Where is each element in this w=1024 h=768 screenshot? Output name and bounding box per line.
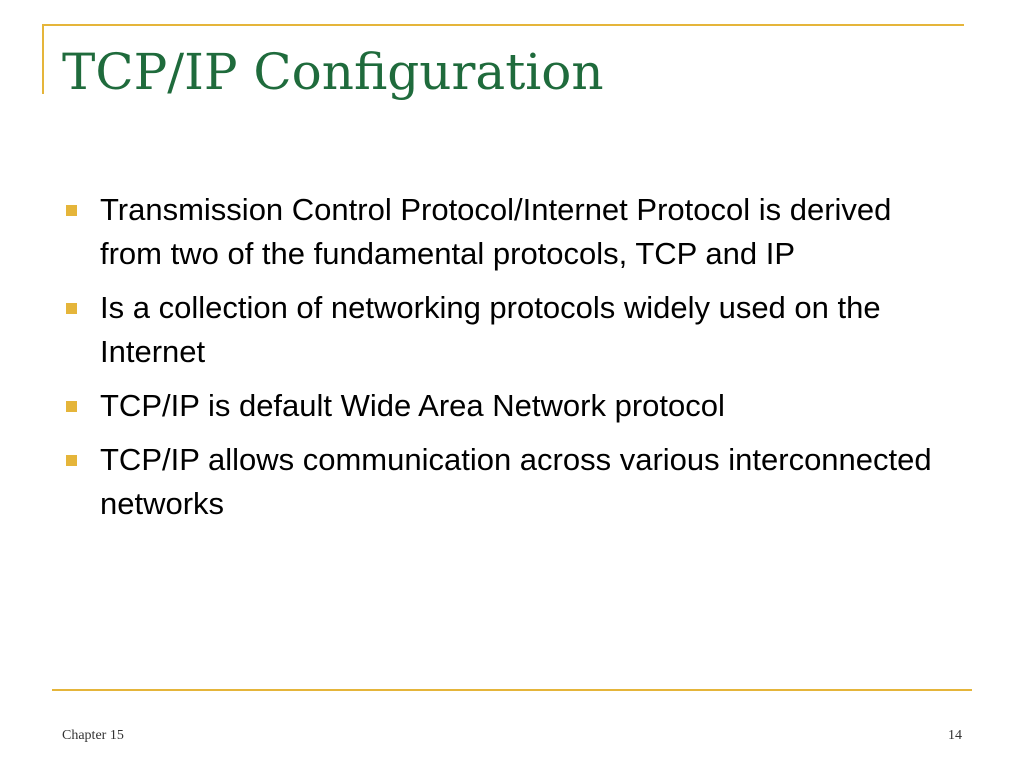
footer-divider	[52, 689, 972, 691]
bullet-list: Transmission Control Protocol/Internet P…	[62, 188, 962, 536]
bullet-text: TCP/IP is default Wide Area Network prot…	[100, 388, 725, 423]
top-accent-line	[42, 24, 964, 26]
bullet-text: Transmission Control Protocol/Internet P…	[100, 192, 892, 271]
bullet-item: Is a collection of networking protocols …	[62, 286, 962, 374]
square-bullet-icon	[66, 303, 77, 314]
bullet-item: TCP/IP is default Wide Area Network prot…	[62, 384, 962, 428]
bullet-text: TCP/IP allows communication across vario…	[100, 442, 932, 521]
footer-page-number: 14	[948, 728, 962, 743]
bullet-item: TCP/IP allows communication across vario…	[62, 438, 962, 526]
footer-chapter: Chapter 15	[62, 728, 124, 743]
square-bullet-icon	[66, 205, 77, 216]
slide-title: TCP/IP Configuration	[62, 43, 604, 101]
left-accent-line	[42, 24, 44, 94]
bullet-text: Is a collection of networking protocols …	[100, 290, 881, 369]
bullet-item: Transmission Control Protocol/Internet P…	[62, 188, 962, 276]
square-bullet-icon	[66, 455, 77, 466]
square-bullet-icon	[66, 401, 77, 412]
